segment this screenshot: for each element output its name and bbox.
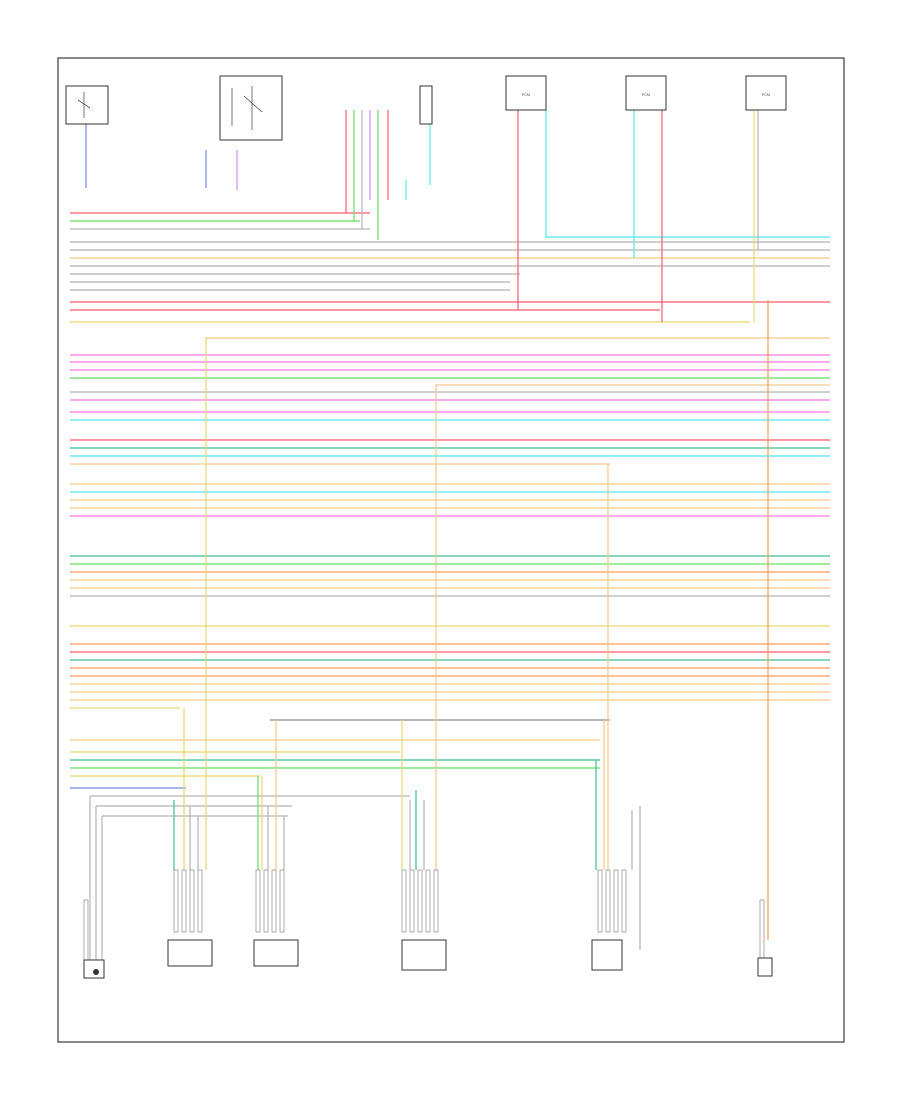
- pin-ladder-5-1: [83, 899, 89, 963]
- diagram-frame: [57, 57, 845, 1043]
- pin-ladder-3-2: [409, 869, 415, 933]
- relay-component: [219, 75, 283, 141]
- pin-ladder-1-1: [173, 869, 179, 933]
- bottom-connector-1: [83, 959, 105, 979]
- pcm-module-3: PCM: [745, 75, 787, 111]
- bottom-connector-4: [401, 939, 447, 971]
- pcm-label-1: PCM: [522, 93, 530, 97]
- horizontal-wires: [70, 212, 830, 817]
- pcm-module-2: PCM: [625, 75, 667, 111]
- pin-ladder-3-4: [425, 869, 431, 933]
- pcm-label-3: PCM: [762, 93, 770, 97]
- pin-ladder-2-2: [263, 869, 269, 933]
- pin-ladder-3-1: [401, 869, 407, 933]
- pcm-module-1: PCM: [505, 75, 547, 111]
- pin-ladder-2-3: [271, 869, 277, 933]
- pin-ladder-1-3: [189, 869, 195, 933]
- top-left-switch: [65, 85, 109, 125]
- pin-ladder-1-2: [181, 869, 187, 933]
- pin-ladder-4-1: [597, 869, 603, 933]
- bottom-connector-6: [757, 957, 773, 977]
- pin-ladder-4-4: [621, 869, 627, 933]
- pin-ladder-4-3: [613, 869, 619, 933]
- bottom-connector-2: [167, 939, 213, 967]
- bottom-connector-5: [591, 939, 623, 971]
- connector-block-top: [419, 85, 433, 125]
- bottom-connector-3: [253, 939, 299, 967]
- pin-ladder-2-4: [279, 869, 285, 933]
- vertical-wires: [83, 110, 769, 963]
- pin-ladder-4-2: [605, 869, 611, 933]
- pin-ladder-3-5: [433, 869, 439, 933]
- pin-ladder-3-3: [417, 869, 423, 933]
- pin-ladder-6-1: [759, 899, 765, 963]
- pin-ladder-2-1: [255, 869, 261, 933]
- pin-ladder-1-4: [197, 869, 203, 933]
- pcm-label-2: PCM: [642, 93, 650, 97]
